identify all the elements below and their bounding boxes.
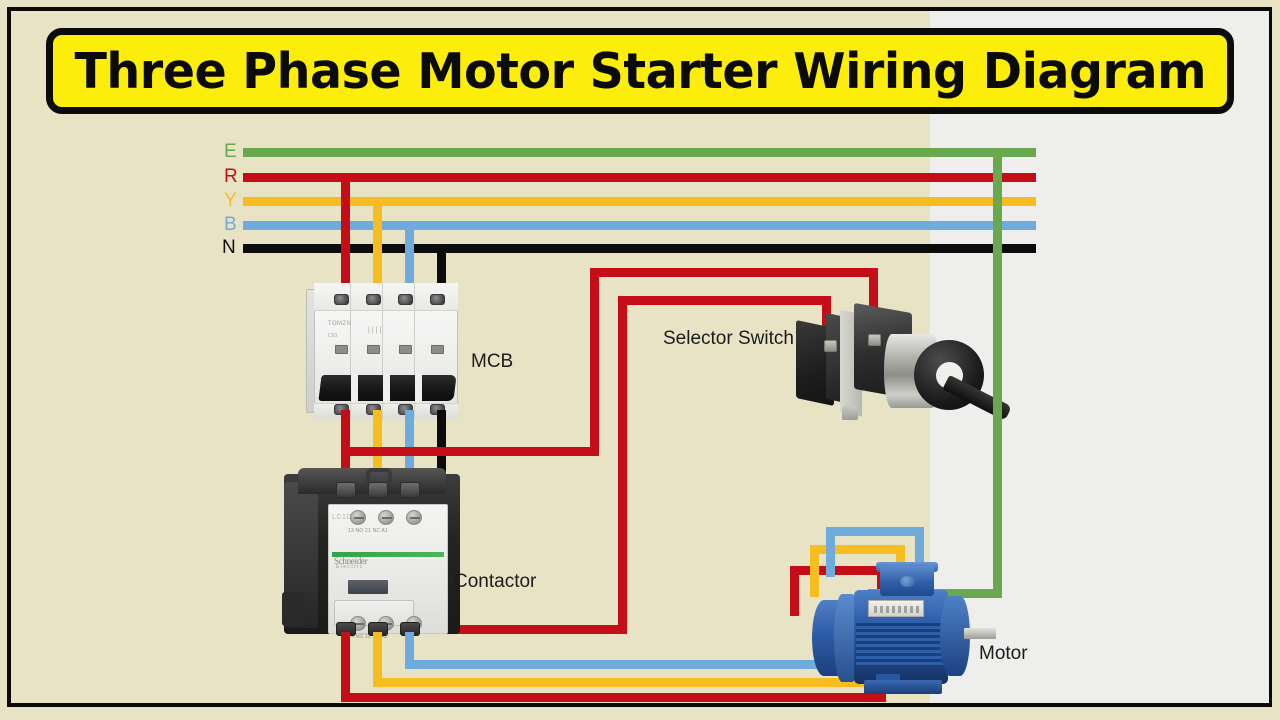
motor-component[interactable] [812,562,996,696]
wire-blue-motor-top [826,527,924,536]
motor-cooling-fins [856,620,944,668]
motor-nameplate [868,600,924,617]
contactor-terminal-l2 [368,482,388,498]
background-panel-right [930,8,1272,705]
mcb-lever-notch [415,373,422,403]
wire-yellow-bus-to-mcb [373,197,382,300]
mcb-label: MCB [471,351,514,372]
wire-yellow-motor-run [373,678,905,687]
wire-yellow-contactor-t2-drop [373,632,382,684]
wire-yellow-motor-terminal-drop [810,545,819,597]
wire-red-to-contactor-coil-a2 [428,625,627,634]
wire-red-selector-drop-1 [869,268,878,342]
contactor-model-print: LC1D [332,514,352,521]
bus-label-b: B [224,214,237,235]
mcb-lever-notch [383,373,390,403]
selector-terminal-left [824,340,837,352]
motor-shaft [964,628,996,639]
selector-switch-component[interactable] [796,302,1013,432]
mcb-component[interactable]: TOMZN C63 |||| [306,283,458,419]
mcb-pole-seam [414,283,415,419]
selector-terminal-right [868,334,881,346]
wire-green-earth-riser [993,148,1002,598]
contactor-terminal-l3 [400,482,420,498]
contactor-brand-name: Schneider [334,556,368,566]
wire-yellow-motor-top [810,545,905,554]
mcb-pole-seam [350,283,351,419]
mcb-terminal-top-2 [366,294,381,305]
wire-red-control-to-selector-top [590,268,878,277]
contactor-aux-screw-a1 [406,510,422,525]
wire-red-contactor-t1-drop [341,632,350,702]
mcb-terminal-top-4 [430,294,445,305]
mcb-brand-print: TOMZN [328,321,352,327]
wire-black-bus-to-mcb [437,244,446,300]
bus-line-earth [243,148,1036,157]
motor-terminal-box-gland [900,576,915,587]
bus-label-r: R [224,166,238,187]
contactor-aux-print: 13 NO 21 NC A1 [348,528,389,534]
mcb-window-4 [431,345,444,354]
wire-red-selector-return-riser [618,296,627,625]
bus-label-y: Y [224,190,237,211]
mcb-lever-notch [351,373,358,403]
mcb-window-2 [367,345,380,354]
mcb-rating-print: C63 [328,333,338,339]
motor-foot-riser [876,674,900,684]
wire-blue-contactor-t3-drop [405,632,414,666]
contactor-top-handle [366,468,392,486]
mcb-pole-seam [382,283,383,419]
contactor-status-window [348,580,388,594]
bus-line-red-phase [243,173,1036,182]
mcb-curve-print: |||| [368,327,384,334]
wire-red-mcb-to-contactor [341,410,350,522]
wire-red-bus-to-mcb [341,173,350,300]
page-title: Three Phase Motor Starter Wiring Diagram [74,42,1206,100]
wire-blue-motor-terminal-drop [826,527,835,577]
contactor-brand-sub: Electric [336,564,364,570]
bus-label-e: E [224,141,237,162]
selector-switch-label: Selector Switch [663,328,794,349]
contactor-aux-screw-13 [350,510,366,525]
bus-line-blue-phase [243,221,1036,230]
title-banner: Three Phase Motor Starter Wiring Diagram [46,28,1234,114]
contactor-component[interactable]: LC1D 13 NO 21 NC A1 Schneider Electric 1… [282,468,460,644]
motor-label: Motor [979,643,1028,664]
contactor-brand-stripe [332,552,444,557]
wire-blue-bus-to-mcb [405,221,414,300]
contactor-aux-print-bottom: 14 NO 22 NC A2 [348,634,389,640]
mcb-window-3 [399,345,412,354]
mcb-terminal-top-3 [398,294,413,305]
mcb-window-1 [335,345,348,354]
selector-mount-screw [842,406,858,420]
wire-red-motor-top [790,566,886,575]
bus-line-yellow-phase [243,197,1036,206]
wire-red-selector-return-top [618,296,831,305]
wire-blue-motor-run [405,660,924,669]
mcb-terminal-top-1 [334,294,349,305]
contactor-label: Contactor [454,571,537,592]
wire-red-control-riser-1 [590,268,599,456]
contactor-mount-foot [282,592,304,626]
motor-mounting-foot [864,680,942,694]
bus-label-n: N [222,237,236,258]
wire-red-motor-terminal-drop [790,566,799,616]
contactor-terminal-l1 [336,482,356,498]
contactor-aux-screw-21 [378,510,394,525]
wire-red-control-run-1 [341,447,599,456]
wire-red-motor-run [341,693,886,702]
bus-line-neutral [243,244,1036,253]
contactor-front-slot [334,600,414,626]
